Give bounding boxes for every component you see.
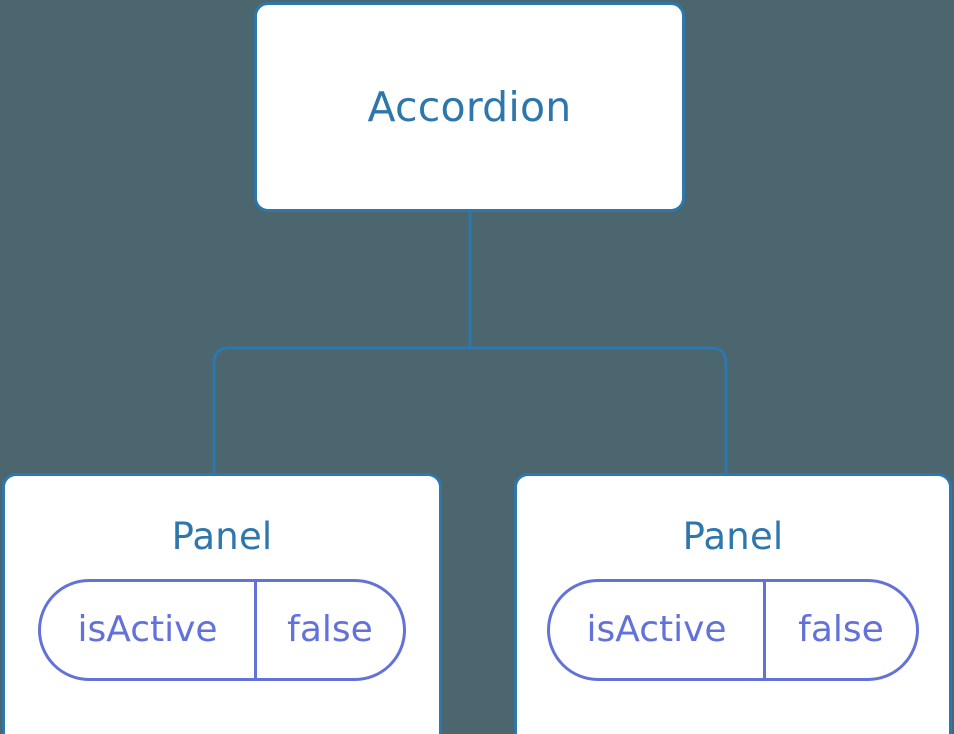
node-accordion[interactable]: Accordion [254,2,685,212]
prop-badge-isactive-2[interactable]: isActive false [547,579,919,681]
prop-value-isactive-2: false [798,609,884,650]
node-panel-1[interactable]: Panel isActive false [2,473,442,734]
prop-key-isactive-1: isActive [41,582,257,678]
node-panel-2[interactable]: Panel isActive false [514,473,952,734]
prop-value-isactive-1: false [287,609,373,650]
prop-key-isactive-2: isActive [550,582,766,678]
prop-badge-isactive-1[interactable]: isActive false [38,579,406,681]
node-panel-1-label: Panel [171,515,273,558]
node-accordion-label: Accordion [367,82,572,131]
node-panel-2-label: Panel [682,515,784,558]
edge-split-bar [212,346,728,473]
